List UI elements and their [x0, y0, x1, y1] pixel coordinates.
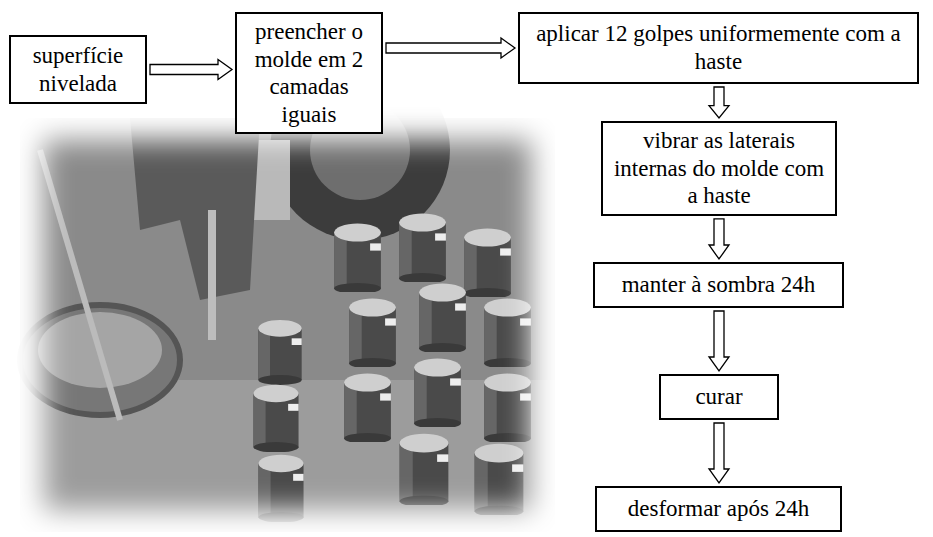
step-label: desformar após 24h: [628, 495, 809, 523]
process-box: manter à sombra 24h: [593, 262, 844, 308]
process-box: vibrar as laterais internas do molde com…: [601, 121, 837, 216]
process-box: aplicar 12 golpes uniformemente com a ha…: [518, 12, 919, 84]
step-label: manter à sombra 24h: [622, 271, 816, 299]
block-arrow: [386, 38, 515, 58]
step-label: aplicar 12 golpes uniformemente com a ha…: [526, 20, 911, 75]
block-arrow: [709, 219, 729, 259]
block-arrow: [150, 60, 232, 80]
step-label: preencher o molde em 2 camadas iguais: [243, 18, 375, 128]
block-arrow: [709, 87, 729, 118]
process-box: curar: [659, 374, 779, 420]
step-label: vibrar as laterais internas do molde com…: [609, 127, 829, 210]
process-box: superfície nivelada: [9, 35, 147, 104]
block-arrow: [709, 423, 729, 483]
step-label: superfície nivelada: [17, 42, 139, 97]
block-arrow: [709, 311, 729, 371]
step-label: curar: [695, 383, 742, 411]
process-box: preencher o molde em 2 camadas iguais: [235, 12, 383, 134]
process-box: desformar após 24h: [595, 486, 842, 532]
